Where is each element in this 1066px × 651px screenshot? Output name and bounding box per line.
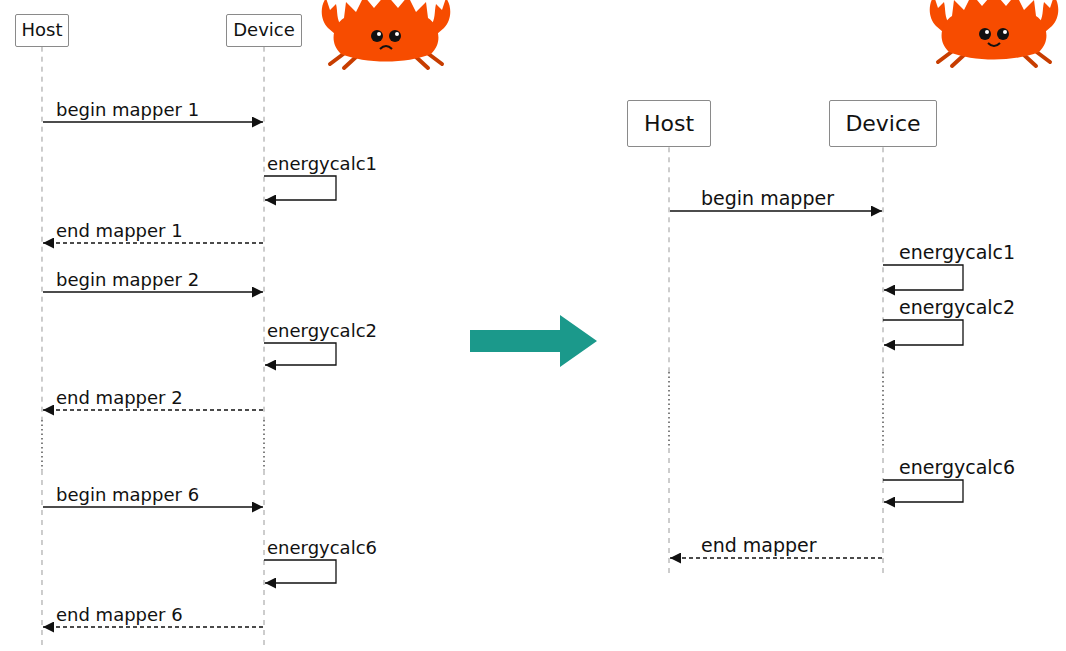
message-label: energycalc6: [267, 538, 377, 558]
participant-name: Host: [22, 20, 63, 41]
message-arrow: [43, 242, 263, 243]
message-arrow: [43, 409, 263, 410]
self-message-arrow: [264, 343, 336, 365]
message-label: energycalc2: [899, 297, 1015, 318]
message-label: begin mapper: [701, 188, 834, 209]
lifeline: [264, 47, 265, 420]
lifeline: [883, 448, 884, 578]
crab-mouth: [988, 43, 1000, 46]
lifeline: [263, 420, 265, 470]
participant-name: Device: [845, 111, 920, 136]
message-label: energycalc2: [267, 321, 377, 341]
message-arrow: [670, 557, 882, 558]
self-message-arrow: [883, 265, 963, 290]
message-arrow: [43, 121, 263, 122]
transition-arrow: [470, 315, 597, 367]
self-message-arrow: [264, 560, 336, 583]
message-label: begin mapper 2: [56, 270, 199, 290]
message-label: begin mapper 6: [56, 485, 199, 505]
message-label: energycalc1: [899, 242, 1015, 263]
message-label: energycalc1: [267, 154, 377, 174]
participant-name: Host: [644, 111, 694, 136]
crab-mouth: [380, 46, 392, 49]
sad-crab: [322, 0, 451, 68]
lifeline: [41, 47, 42, 420]
message-arrow: [670, 210, 882, 211]
lifeline: [264, 470, 265, 645]
lifeline: [883, 147, 884, 372]
lifelines: [42, 47, 883, 645]
participant-box: Device: [226, 14, 302, 47]
participant-box: Host: [627, 100, 711, 147]
lifeline: [41, 470, 42, 645]
lifeline: [882, 372, 884, 448]
crab-figure: [930, 0, 1059, 66]
message-arrow: [43, 626, 263, 627]
self-message-arrow: [264, 176, 336, 200]
participant-box: Device: [829, 100, 936, 147]
message-label: energycalc6: [899, 457, 1015, 478]
message-label: end mapper: [701, 535, 817, 556]
message-label: end mapper 6: [56, 605, 183, 625]
participant-name: Device: [233, 20, 295, 41]
self-message-arrow: [883, 480, 963, 502]
message-arrow: [43, 291, 263, 292]
happy-crab: [930, 0, 1059, 66]
message-label: end mapper 2: [56, 388, 183, 408]
message-label: end mapper 1: [56, 221, 183, 241]
self-message-arrow: [883, 320, 963, 345]
crab-figure: [322, 0, 451, 68]
lifeline: [669, 448, 670, 578]
message-label: begin mapper 1: [56, 100, 199, 120]
lifeline: [669, 147, 670, 372]
message-arrow: [43, 506, 263, 507]
connectors: [43, 122, 963, 627]
participant-box: Host: [15, 14, 70, 47]
lifeline: [41, 420, 43, 470]
lifeline: [668, 372, 670, 448]
